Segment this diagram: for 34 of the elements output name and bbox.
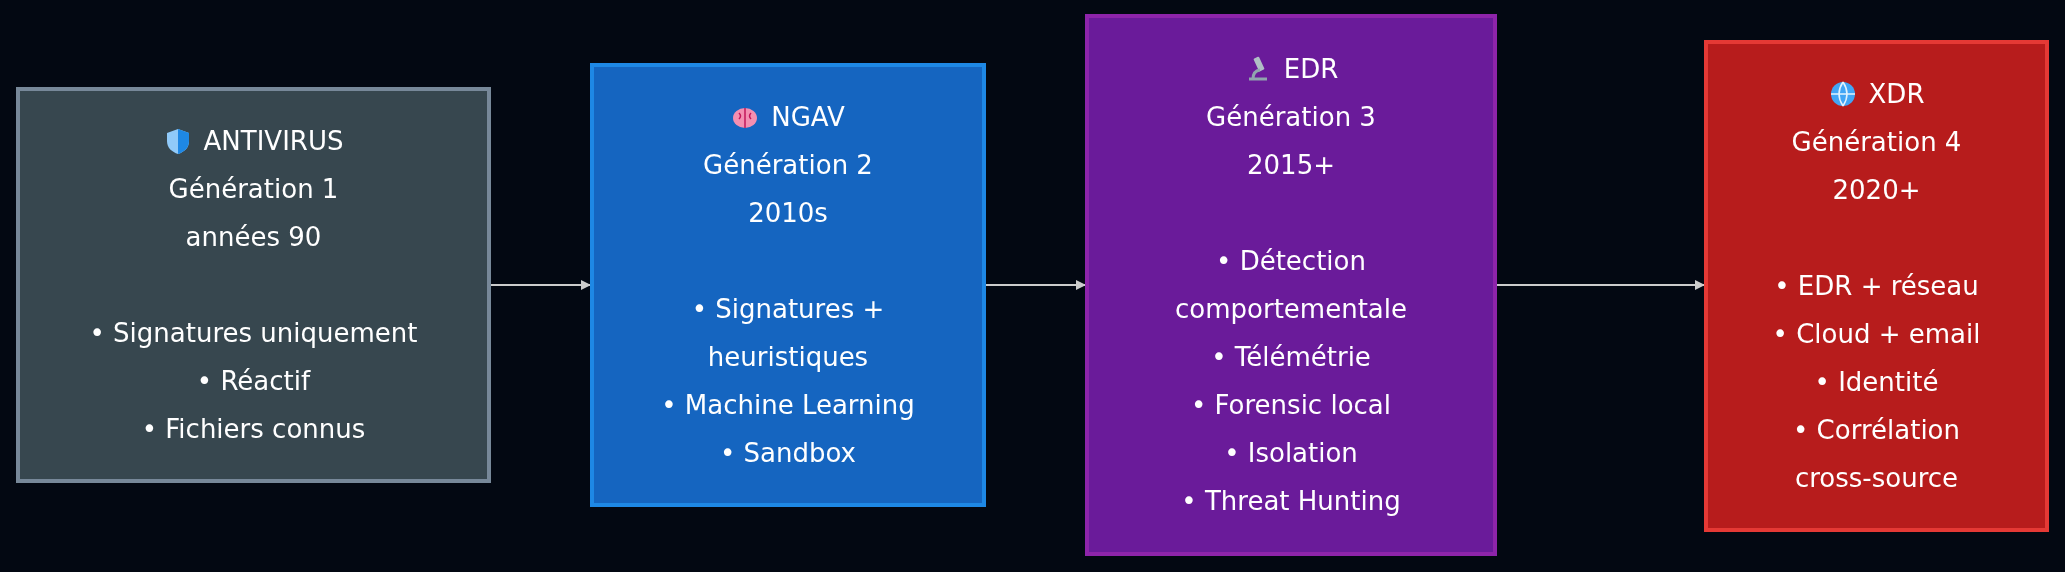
stage-box bbox=[590, 63, 986, 507]
feature-item: • Cloud + email bbox=[1772, 318, 1981, 351]
feature-item: • Identité bbox=[1814, 366, 1939, 399]
stage-subtitle: Génération 3 bbox=[1206, 101, 1376, 134]
feature-item: • Corrélation cross-source bbox=[1792, 414, 1961, 495]
stage-title: XDR bbox=[1868, 78, 1925, 111]
stage-box bbox=[1704, 40, 2049, 532]
stage-subtitle: 2015+ bbox=[1247, 149, 1335, 182]
arrow bbox=[985, 280, 1086, 290]
feature-item: • Détection comportementale bbox=[1174, 245, 1408, 326]
stage-subtitle: Génération 1 bbox=[168, 173, 339, 206]
stage-title: ANTIVIRUS bbox=[203, 125, 344, 158]
feature-item: • Signatures uniquement bbox=[89, 317, 418, 350]
feature-item: • Réactif bbox=[196, 365, 311, 398]
feature-item: • Sandbox bbox=[720, 437, 856, 470]
stage-title: EDR bbox=[1283, 53, 1339, 86]
feature-item: • Fichiers connus bbox=[141, 413, 366, 446]
feature-item: • Threat Hunting bbox=[1181, 485, 1401, 518]
arrow bbox=[490, 280, 591, 290]
arrow bbox=[1496, 280, 1705, 290]
stage-subtitle: Génération 2 bbox=[703, 149, 873, 182]
stage-subtitle: Génération 4 bbox=[1791, 126, 1962, 159]
feature-item: • Machine Learning bbox=[661, 389, 915, 422]
stage-box bbox=[1085, 14, 1497, 556]
stage-subtitle: 2010s bbox=[748, 197, 828, 230]
stage-box bbox=[16, 87, 491, 483]
feature-item: • Télémétrie bbox=[1211, 341, 1371, 374]
stage-subtitle: années 90 bbox=[185, 221, 322, 254]
stage-subtitle: 2020+ bbox=[1832, 174, 1921, 207]
feature-item: • Forensic local bbox=[1190, 389, 1391, 422]
feature-item: • Signatures + heuristiques bbox=[690, 293, 886, 374]
stage-title: NGAV bbox=[771, 101, 845, 134]
feature-item: • Isolation bbox=[1224, 437, 1358, 470]
feature-item: • EDR + réseau bbox=[1774, 270, 1979, 303]
